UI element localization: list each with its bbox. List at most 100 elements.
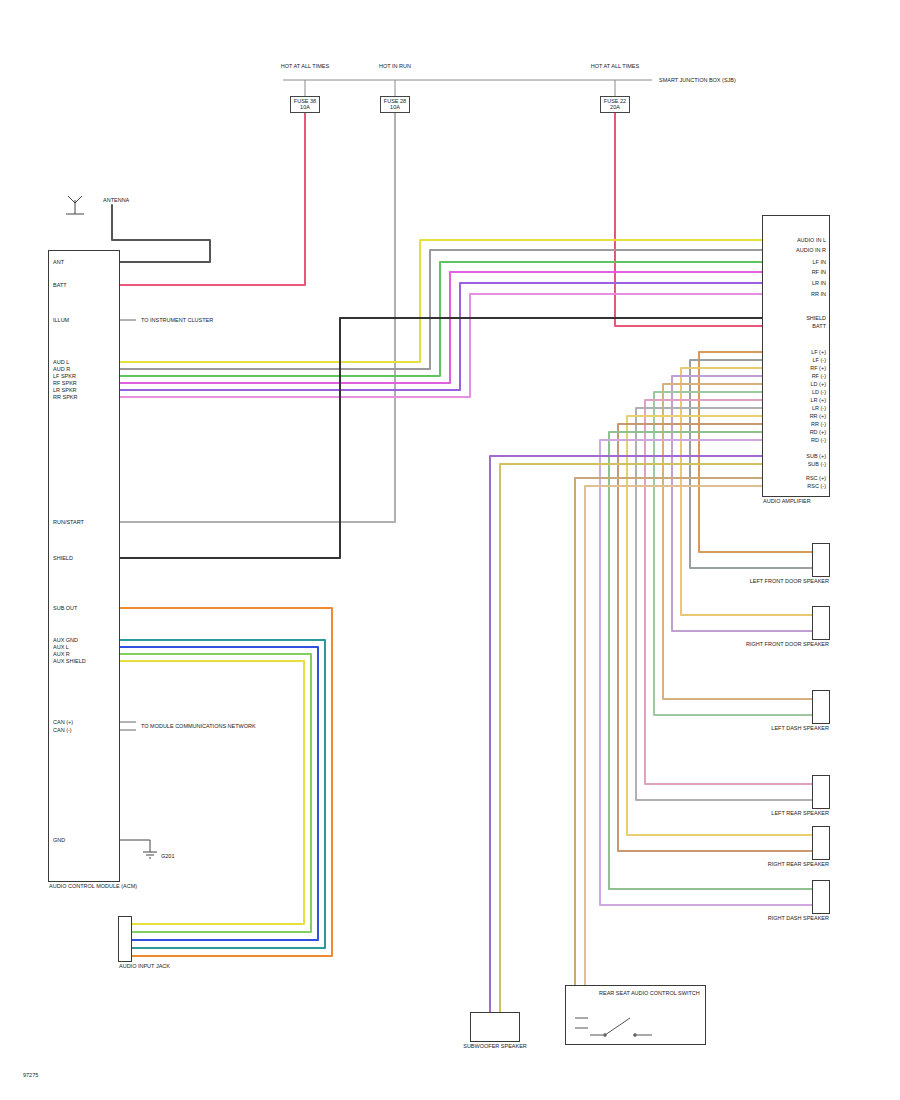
switch-contact xyxy=(634,1034,637,1037)
pin-name: RD (+) xyxy=(809,429,827,435)
pin-name: AUX L xyxy=(52,644,70,650)
wire xyxy=(600,440,812,905)
pin-name: LF SPKR xyxy=(52,373,77,379)
component-name: SUBWOOFER SPEAKER xyxy=(463,1043,527,1049)
pin-name: LD (-) xyxy=(811,389,827,395)
pin-name: AUX GND xyxy=(52,637,79,643)
component-name: LEFT REAR SPEAKER xyxy=(771,810,829,816)
pin-name: LR IN xyxy=(811,280,827,286)
pin-name: AUDIO IN L xyxy=(796,237,827,243)
component-name: FUSE 28 xyxy=(384,98,406,104)
fuse: FUSE 3810A xyxy=(290,96,320,113)
wire xyxy=(120,654,311,932)
pin-name: CAN (+) xyxy=(52,719,74,725)
component-name: AUDIO CONTROL MODULE (ACM) xyxy=(49,883,137,889)
wire xyxy=(585,486,762,985)
wire xyxy=(120,272,762,383)
component-name: REAR SEAT AUDIO CONTROL SWITCH xyxy=(599,990,700,996)
component-name: AUDIO AMPLIFIER xyxy=(763,498,811,504)
switch-contact xyxy=(604,1034,607,1037)
switch-box: REAR SEAT AUDIO CONTROL SWITCH xyxy=(565,985,706,1045)
pin-name: LF (+) xyxy=(810,349,827,355)
input-jack: AUDIO INPUT JACK xyxy=(118,916,132,962)
pin-name: RF SPKR xyxy=(52,380,78,386)
wire xyxy=(636,408,812,800)
destination-note: TO INSTRUMENT CLUSTER xyxy=(140,317,214,323)
speaker-connector: RIGHT REAR SPEAKER xyxy=(812,826,830,860)
fuse: FUSE 2810A xyxy=(380,96,410,113)
wire xyxy=(618,424,812,851)
ground-symbol xyxy=(143,852,157,858)
pin-name: AUD R xyxy=(52,366,71,372)
component-name: RIGHT DASH SPEAKER xyxy=(768,915,829,921)
pin-name: LR (+) xyxy=(810,397,827,403)
component-name: FUSE 38 xyxy=(294,98,316,104)
wire xyxy=(699,352,812,552)
destination-note: TO MODULE COMMUNICATIONS NETWORK xyxy=(140,723,257,729)
supply-note: HOT AT ALL TIMES xyxy=(590,63,640,69)
wire xyxy=(575,478,762,985)
component-name: 20A xyxy=(604,104,626,110)
pin-name: RF (-) xyxy=(811,373,827,379)
speaker-connector: RIGHT DASH SPEAKER xyxy=(812,880,830,914)
antenna-label: ANTENNA xyxy=(100,196,132,204)
wire xyxy=(120,640,325,948)
pin-name: RR (+) xyxy=(809,413,827,419)
pin-name: SHIELD xyxy=(805,315,827,321)
pin-name: RUN/START xyxy=(52,519,85,525)
junction-box-name: SMART JUNCTION BOX (SJB) xyxy=(658,77,737,83)
component-name: LEFT DASH SPEAKER xyxy=(771,725,829,731)
pin-name: LR SPKR xyxy=(52,387,78,393)
pin-name: AUDIO IN R xyxy=(795,247,827,253)
component-name: ANTENNA xyxy=(103,197,129,203)
wire xyxy=(120,294,762,397)
leader-line xyxy=(120,320,136,321)
supply-note: HOT IN RUN xyxy=(378,63,412,69)
pin-name: ANT xyxy=(52,259,65,265)
wire xyxy=(120,647,318,940)
pin-name: RR IN xyxy=(810,291,827,297)
wire xyxy=(112,204,210,262)
pin-name: RR (-) xyxy=(810,421,827,427)
pin-name: SUB (-) xyxy=(807,461,827,467)
figure-number: 97275 xyxy=(22,1072,39,1078)
pin-name: RF (+) xyxy=(809,365,827,371)
pin-name: RSC (+) xyxy=(805,475,827,481)
component-name: AUDIO INPUT JACK xyxy=(119,963,170,969)
component-name: FUSE 22 xyxy=(604,98,626,104)
component-name: 10A xyxy=(294,104,316,110)
power-bus xyxy=(283,80,652,81)
pin-name: AUX SHIELD xyxy=(52,658,87,664)
wire xyxy=(500,464,762,1012)
wire xyxy=(120,283,762,390)
pin-name: AUX R xyxy=(52,651,71,657)
switch-symbol xyxy=(575,1018,652,1035)
component-name: RIGHT FRONT DOOR SPEAKER xyxy=(746,641,829,647)
supply-note: HOT AT ALL TIMES xyxy=(280,63,330,69)
speaker-connector: RIGHT FRONT DOOR SPEAKER xyxy=(812,606,830,640)
pin-name: SUB (+) xyxy=(805,453,827,459)
pin-name: SUB OUT xyxy=(52,605,78,611)
pin-name: RD (-) xyxy=(810,437,827,443)
pin-name: RF IN xyxy=(811,269,827,275)
module-box: AUDIO CONTROL MODULE (ACM) xyxy=(48,250,120,882)
leader-line xyxy=(120,722,136,730)
subwoofer-connector: SUBWOOFER SPEAKER xyxy=(470,1012,520,1042)
component-name: RIGHT REAR SPEAKER xyxy=(768,861,829,867)
wire xyxy=(609,432,812,889)
wire xyxy=(120,113,305,285)
antenna-symbol xyxy=(66,196,84,214)
pin-name: RSC (-) xyxy=(806,483,827,489)
speaker-connector: LEFT REAR SPEAKER xyxy=(812,775,830,809)
fuse: FUSE 2220A xyxy=(600,96,630,113)
pin-name: LF IN xyxy=(812,259,827,265)
wire xyxy=(120,608,332,956)
pin-name: CAN (-) xyxy=(52,727,73,733)
pin-name: LR (-) xyxy=(811,405,827,411)
pin-name: ILLUM xyxy=(52,317,70,323)
component-name: LEFT FRONT DOOR SPEAKER xyxy=(750,578,829,584)
wire xyxy=(120,661,304,924)
pin-name: LF (-) xyxy=(812,357,827,363)
wire xyxy=(681,368,812,615)
